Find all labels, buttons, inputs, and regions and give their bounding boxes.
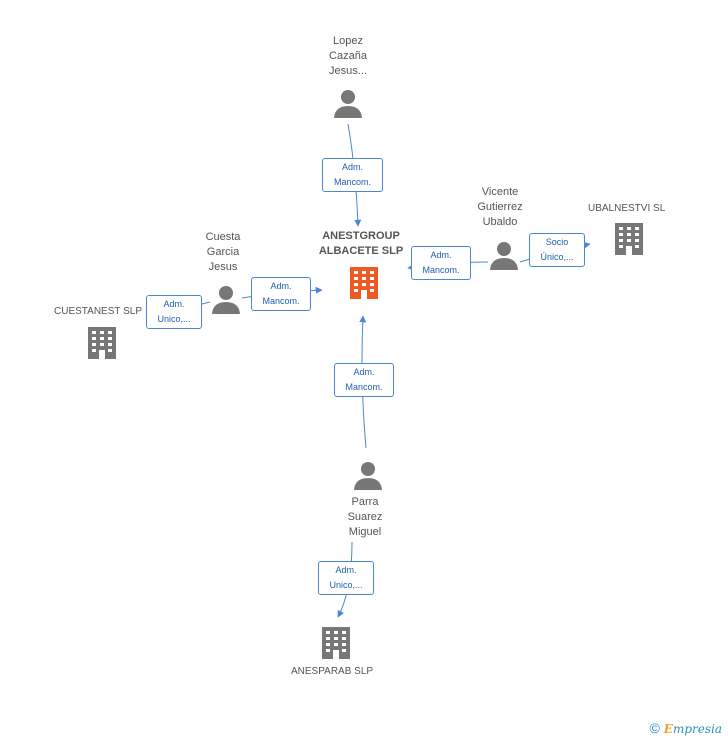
main-company-name-line1: ANESTGROUP: [322, 230, 400, 242]
building-icon[interactable]: [613, 222, 645, 261]
person-parra-name[interactable]: Parra Suarez Miguel: [347, 496, 383, 538]
building-icon[interactable]: [86, 326, 118, 365]
relation-vicente-ubalnestvi[interactable]: Socio Único,...: [529, 233, 585, 267]
brand-logo-text: mpresia: [672, 722, 722, 736]
company-cuestanest-name[interactable]: CUESTANEST SLP: [54, 306, 142, 317]
building-icon[interactable]: [348, 266, 380, 305]
person-lopez-name[interactable]: Lopez Cazaña Jesus...: [329, 35, 367, 77]
copyright-symbol: ©: [649, 720, 660, 736]
building-icon[interactable]: [320, 626, 352, 665]
relation-parra-anesparab[interactable]: Adm. Unico,...: [318, 561, 374, 595]
company-ubalnestvi-name[interactable]: UBALNESTVI SL: [588, 203, 666, 214]
company-anesparab-name[interactable]: ANESPARAB SLP: [291, 666, 374, 677]
main-company-name-line2: ALBACETE SLP: [318, 245, 404, 257]
relation-cuesta-cuestanest[interactable]: Adm. Unico,...: [146, 295, 202, 329]
person-cuesta-name[interactable]: Cuesta Garcia Jesus: [205, 231, 241, 273]
person-vicente-name[interactable]: Vicente Gutierrez Ubaldo: [477, 186, 523, 228]
relation-cuesta-main[interactable]: Adm. Mancom.: [251, 277, 311, 311]
relation-parra-main[interactable]: Adm. Mancom.: [334, 363, 394, 397]
person-icon[interactable]: [211, 284, 241, 319]
person-icon[interactable]: [333, 88, 363, 123]
person-icon[interactable]: [489, 240, 519, 275]
relation-lopez-main[interactable]: Adm. Mancom.: [322, 158, 383, 192]
main-company-name[interactable]: ANESTGROUP ALBACETE SLP: [311, 229, 411, 259]
person-icon[interactable]: [353, 460, 383, 495]
footer-brand: ©Empresia: [649, 720, 722, 736]
brand-logo-initial: E: [663, 722, 673, 736]
relation-vicente-main[interactable]: Adm. Mancom.: [411, 246, 471, 280]
